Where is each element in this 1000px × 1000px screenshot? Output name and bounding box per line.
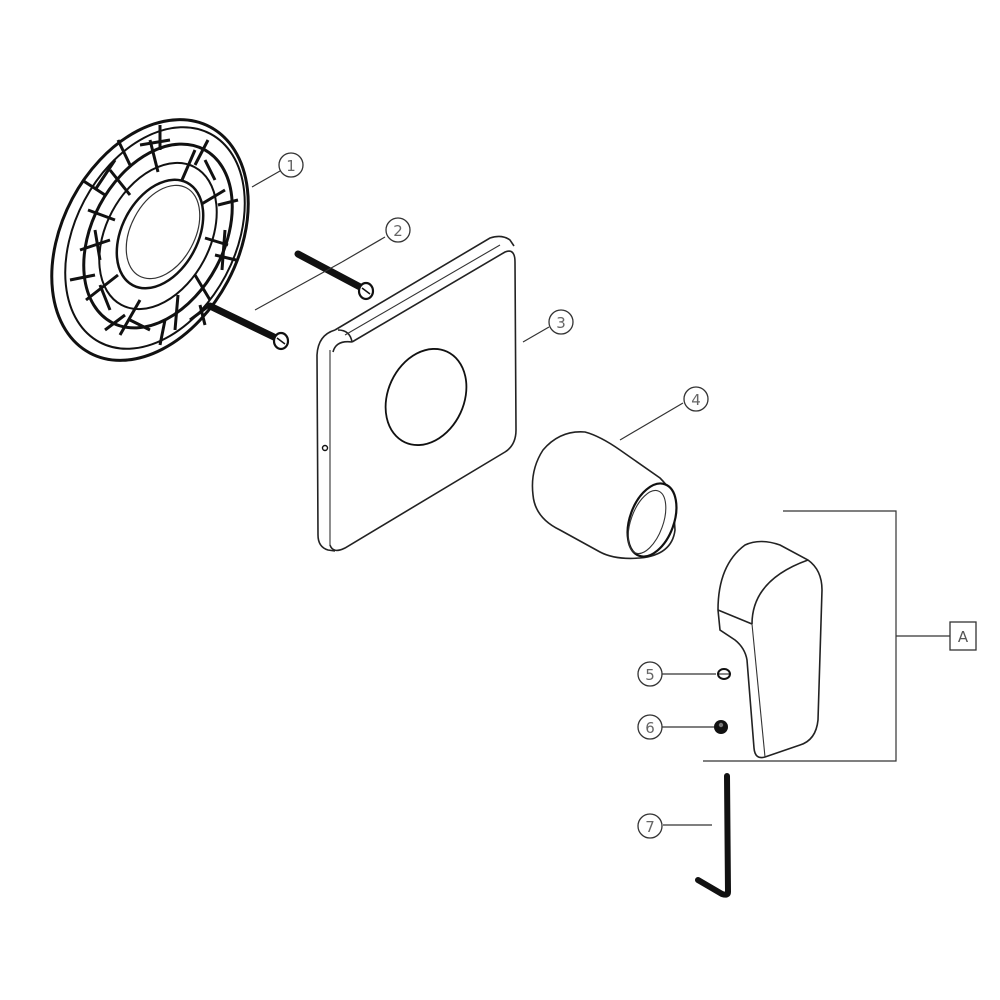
assembly-a-label: A xyxy=(958,628,969,646)
part-5-cap xyxy=(717,668,731,680)
svg-text:4: 4 xyxy=(691,391,701,409)
part-4-sleeve xyxy=(531,431,678,560)
callout-4: 4 xyxy=(683,386,709,412)
svg-text:1: 1 xyxy=(286,157,296,175)
callout-5: 5 xyxy=(637,661,663,687)
part-2-screws xyxy=(206,250,375,351)
part-6-set-screw xyxy=(714,720,728,734)
assembly-a-bracket: A xyxy=(703,510,977,762)
callout-7: 7 xyxy=(637,813,663,839)
svg-text:6: 6 xyxy=(645,719,655,737)
svg-text:3: 3 xyxy=(556,314,566,332)
assembly-a-label-box xyxy=(949,621,977,651)
callout-3: 3 xyxy=(548,309,574,335)
part-3-escutcheon-plate xyxy=(316,235,517,552)
svg-text:7: 7 xyxy=(645,818,655,836)
callout-2: 2 xyxy=(385,217,411,243)
svg-text:5: 5 xyxy=(645,666,655,684)
svg-text:2: 2 xyxy=(393,222,403,240)
part-7-hex-key xyxy=(695,773,731,898)
callout-1: 1 xyxy=(278,152,304,178)
callout-6: 6 xyxy=(637,714,663,740)
part-1-mounting-plate xyxy=(50,118,250,362)
handle xyxy=(717,540,823,759)
callout-leaders xyxy=(251,170,716,826)
